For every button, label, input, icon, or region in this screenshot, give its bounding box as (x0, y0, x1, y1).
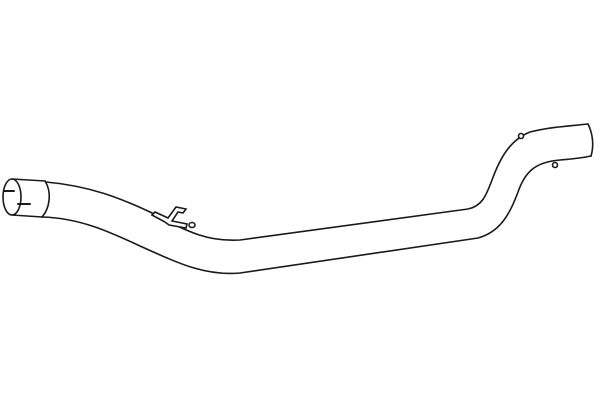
stud-lower (551, 161, 559, 169)
pipe-body (41, 123, 594, 275)
sensor-bracket (150, 206, 196, 229)
stud-upper (517, 132, 525, 140)
collar-top-edge (11, 178, 46, 182)
collar-bottom-edge (11, 214, 43, 218)
inlet-opening (2, 178, 22, 216)
pipe-outlet-end (587, 123, 594, 157)
mounting-studs (517, 132, 559, 169)
bracket-tube (150, 206, 188, 229)
collar-rim (41, 180, 51, 218)
pipe-lower-edge (41, 155, 592, 275)
bracket-end-cap (188, 221, 196, 229)
pipe-upper-edge (45, 123, 589, 241)
inlet-collar (2, 178, 51, 218)
